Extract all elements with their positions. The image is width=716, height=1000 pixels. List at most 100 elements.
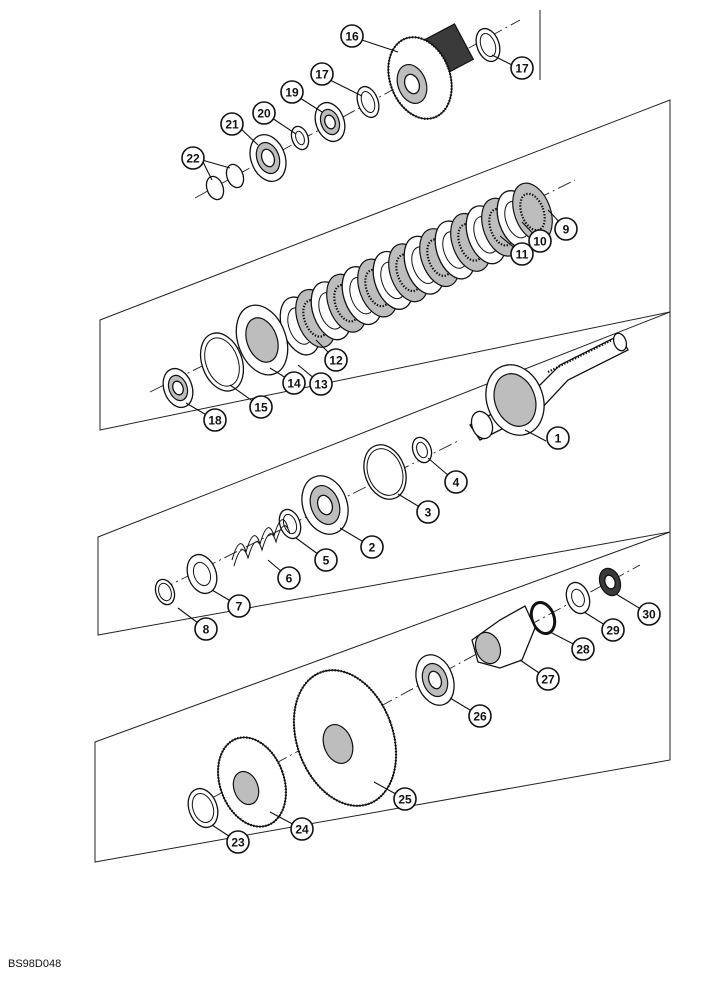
snap-rings-22 [205, 163, 245, 201]
callout-label: 14 [287, 377, 301, 391]
callout-label: 7 [236, 600, 243, 614]
callout-label: 15 [254, 401, 268, 415]
callout-c29: 29 [601, 618, 625, 642]
callout-c17b: 17 [510, 56, 534, 80]
callout-circle [324, 348, 348, 372]
callout-label: 2 [369, 541, 376, 555]
ring-20 [290, 125, 310, 151]
callout-circle [226, 830, 250, 854]
callout-c27: 27 [536, 667, 560, 691]
callout-c6: 6 [277, 566, 301, 590]
callout-circle [309, 372, 333, 396]
yoke-27 [471, 605, 536, 669]
callout-label: 3 [425, 506, 432, 520]
callout-circle [181, 146, 205, 170]
callout-circle [194, 617, 218, 641]
callout-label: 11 [516, 248, 529, 262]
nut-30 [598, 567, 622, 597]
callout-c21: 21 [220, 112, 244, 136]
snap-ring-17-left [356, 85, 380, 119]
snap-ring-8 [154, 578, 176, 606]
bearing-19 [314, 101, 346, 143]
snap-ring-17-right [475, 27, 501, 63]
callout-circle [310, 62, 334, 86]
callout-circle [249, 395, 273, 419]
bearing-18 [162, 367, 194, 409]
callout-c1: 1 [546, 426, 570, 450]
callout-circle [416, 500, 440, 524]
callout-label: 26 [473, 710, 487, 724]
callout-circle [340, 24, 364, 48]
callout-label: 27 [541, 673, 555, 687]
callout-label: 12 [329, 354, 343, 368]
callout-label: 9 [563, 223, 570, 237]
callout-circle [282, 371, 306, 395]
callout-circle [510, 242, 534, 266]
callout-circle [360, 535, 384, 559]
callout-label: 25 [398, 793, 412, 807]
gear-24 [216, 736, 288, 828]
callout-c12: 12 [324, 348, 348, 372]
callout-c23: 23 [226, 830, 250, 854]
axis-top [194, 19, 521, 199]
callout-circle [554, 217, 578, 241]
callout-c19: 19 [280, 80, 304, 104]
callout-circle [546, 426, 570, 450]
callout-circle [203, 408, 227, 432]
callout-circle [220, 112, 244, 136]
callout-c15: 15 [249, 395, 273, 419]
snap-ring-23 [187, 787, 219, 829]
callout-label: 19 [285, 86, 299, 100]
callout-c10: 10 [528, 229, 552, 253]
callout-circle [277, 566, 301, 590]
callout-label: 28 [576, 643, 590, 657]
callout-label: 20 [257, 107, 271, 121]
callout-label: 17 [515, 62, 529, 76]
callout-c4: 4 [444, 470, 468, 494]
callout-label: 23 [231, 836, 245, 850]
callout-circle [290, 817, 314, 841]
ring-4 [411, 436, 433, 464]
callout-c8: 8 [194, 617, 218, 641]
gear-25 [292, 669, 398, 807]
callout-label: 24 [295, 823, 309, 837]
callout-c22: 22 [181, 146, 205, 170]
washer-29 [565, 581, 591, 615]
callout-c25: 25 [393, 787, 417, 811]
callout-circle [280, 80, 304, 104]
callout-c2: 2 [360, 535, 384, 559]
clutch-disc-pack [279, 182, 553, 356]
callout-label: 21 [225, 118, 239, 132]
washer-7 [186, 553, 218, 595]
callout-c16: 16 [340, 24, 364, 48]
callout-circle [536, 667, 560, 691]
callout-label: 17 [315, 68, 329, 82]
callout-c9: 9 [554, 217, 578, 241]
callout-label: 6 [286, 572, 293, 586]
callout-label: 18 [208, 414, 222, 428]
callout-c7: 7 [227, 594, 251, 618]
callout-circle [444, 470, 468, 494]
clutch-disc-bore [519, 192, 546, 232]
spring-6 [231, 519, 291, 567]
figure-reference-code: BS98D048 [8, 958, 62, 970]
callout-c3: 3 [416, 500, 440, 524]
shaft-1 [469, 332, 629, 441]
callout-circle [468, 704, 492, 728]
bearing-21 [249, 134, 287, 182]
callout-c14: 14 [282, 371, 306, 395]
callout-c20: 20 [252, 101, 276, 125]
callout-c24: 24 [290, 817, 314, 841]
callout-label: 29 [606, 624, 620, 638]
callout-circle [252, 101, 276, 125]
callout-c11: 11 [510, 242, 534, 266]
callout-c18: 18 [203, 408, 227, 432]
piston-14 [235, 304, 289, 376]
callout-c26: 26 [468, 704, 492, 728]
callout-circle [227, 594, 251, 618]
callout-circle [637, 602, 661, 626]
callout-label: 22 [186, 152, 200, 166]
callout-label: 1 [555, 432, 562, 446]
